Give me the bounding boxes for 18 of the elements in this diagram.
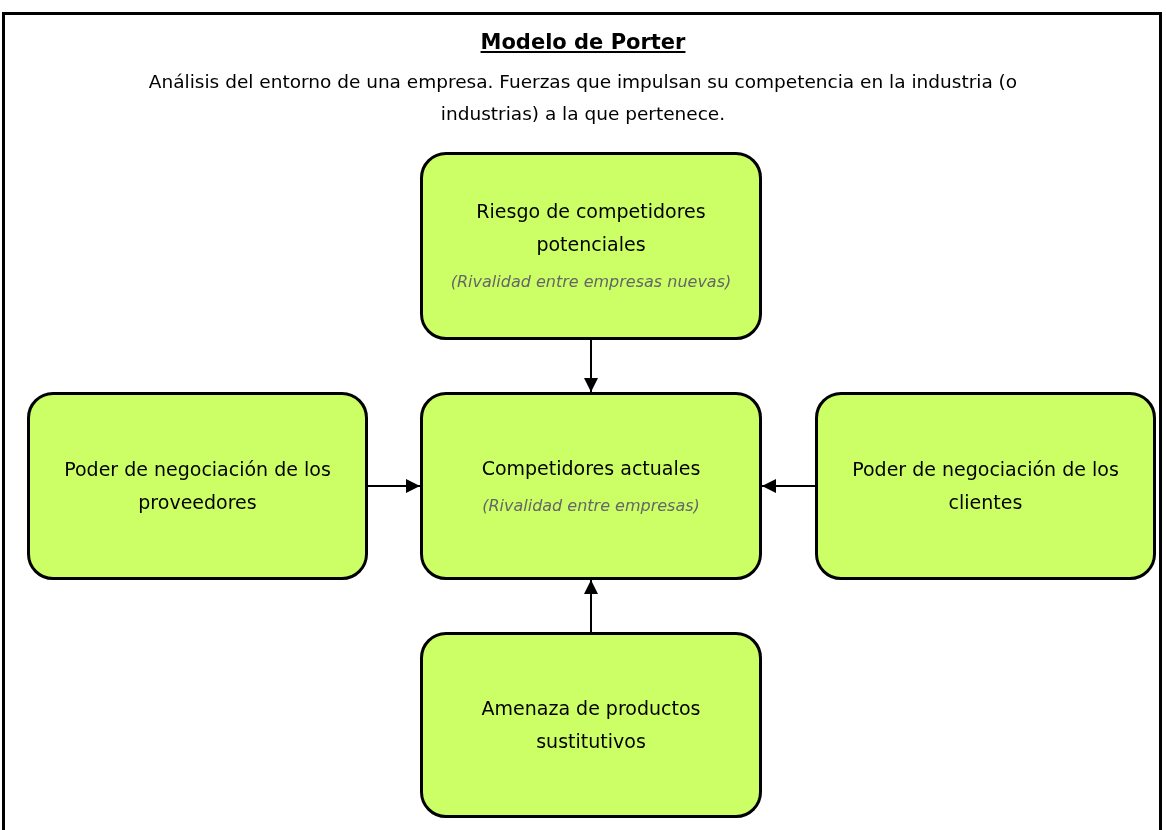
box-label: Poder de negociación de los clientes xyxy=(851,457,1120,515)
box-note: (Rivalidad entre empresas) xyxy=(482,494,700,517)
arrow xyxy=(761,479,816,493)
box-label: Riesgo de competidores potenciales xyxy=(475,199,707,257)
process-box xyxy=(815,392,1156,580)
box-label: Poder de negociación de los proveedores xyxy=(63,457,332,515)
box-label: Competidores actuales xyxy=(481,455,701,481)
process-box xyxy=(420,632,762,818)
arrow xyxy=(584,579,598,633)
process-box xyxy=(420,392,762,580)
box-note: (Rivalidad entre empresas nuevas) xyxy=(450,271,732,293)
title: Modelo de Porter xyxy=(480,30,686,54)
subtitle: Análisis del entorno de una empresa. Fuerzas que impulsan su competencia en la industria (o industrias) a la que pertenece. xyxy=(147,70,1019,126)
arrow xyxy=(367,479,421,493)
process-box xyxy=(420,152,762,340)
box-label: Amenaza de productos sustitutivos xyxy=(480,696,702,754)
arrow xyxy=(584,339,598,393)
process-box xyxy=(27,392,368,580)
